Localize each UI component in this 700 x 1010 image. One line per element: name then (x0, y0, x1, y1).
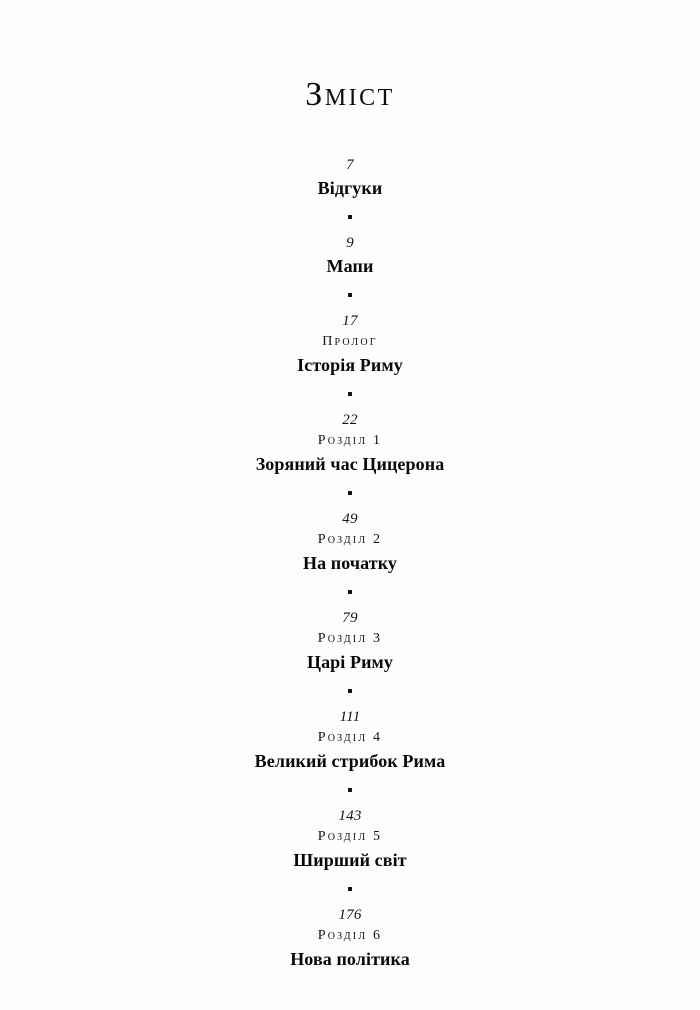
toc-entry-page-number: 9 (346, 235, 354, 251)
page-title: Зміст (305, 76, 395, 113)
toc-entry-section-label: Розділ 5 (317, 829, 383, 844)
toc-entry-section-label: Розділ 2 (317, 532, 383, 547)
toc-entry-page-number: 22 (342, 412, 358, 428)
toc-entry-page-number: 176 (338, 907, 362, 923)
bullet-dot-icon (348, 293, 352, 298)
toc-entry-page-number: 7 (346, 157, 354, 173)
toc-entry-title[interactable]: Відгуки (317, 178, 383, 198)
toc-entry-section-label: Розділ 1 (317, 433, 383, 448)
toc-entry-page-number: 49 (342, 511, 358, 527)
bullet-dot-icon (348, 887, 352, 892)
bullet-dot-icon (348, 392, 352, 397)
toc-separator-dot (0, 377, 700, 411)
toc-entry-page-number: 111 (339, 709, 361, 725)
toc-separator-dot (0, 773, 700, 807)
toc-separator-dot (0, 200, 700, 234)
toc-separator-dot (0, 674, 700, 708)
toc-entry-page-number: 143 (338, 808, 362, 824)
toc-entry-title[interactable]: На початку (302, 553, 398, 573)
toc-separator-dot (0, 575, 700, 609)
bullet-dot-icon (348, 689, 352, 694)
toc-entry-title[interactable]: Зоряний час Цицерона (255, 454, 445, 474)
bullet-dot-icon (348, 215, 352, 220)
toc-entry-title[interactable]: Мапи (326, 256, 374, 276)
toc-entry-section-label: Розділ 3 (317, 631, 383, 646)
bullet-dot-icon (348, 788, 352, 793)
toc-entry-page-number: 79 (342, 610, 358, 626)
toc-entry-section-label: Пролог (322, 334, 378, 349)
toc-entry-title[interactable]: Ширший світ (293, 850, 407, 870)
toc-entry-title[interactable]: Великий стрибок Рима (254, 751, 446, 771)
toc-separator-dot (0, 476, 700, 510)
toc-separator-dot (0, 278, 700, 312)
bullet-dot-icon (348, 590, 352, 595)
toc-entry-title[interactable]: Історія Риму (297, 355, 403, 375)
toc-entry-page-number: 17 (342, 313, 358, 329)
toc-entry-section-label: Розділ 6 (317, 928, 383, 943)
toc-entry-section-label: Розділ 4 (317, 730, 383, 745)
bullet-dot-icon (348, 491, 352, 496)
toc-entry-title[interactable]: Царі Риму (306, 652, 394, 672)
toc-separator-dot (0, 872, 700, 906)
toc-entry-title[interactable]: Нова політика (290, 949, 410, 969)
